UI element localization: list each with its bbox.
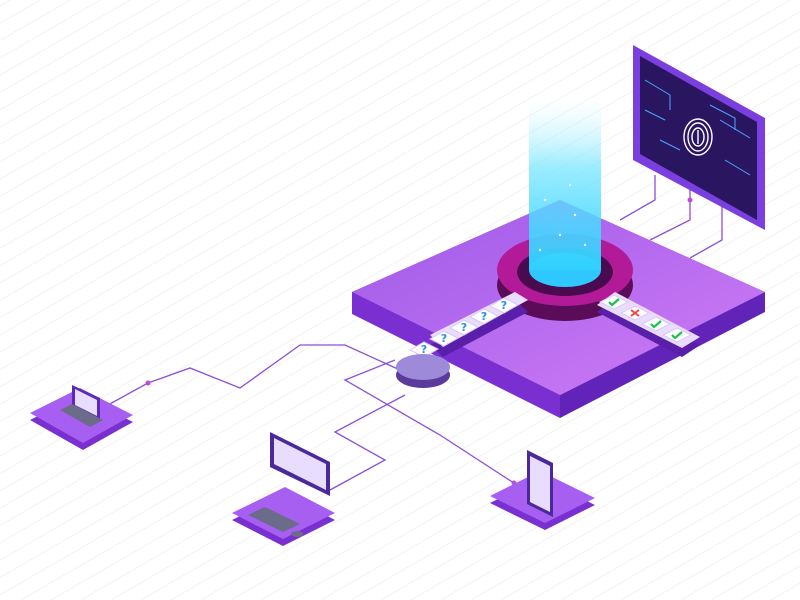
network-hub[interactable] [396,354,450,388]
result-card [598,294,630,310]
desktop-device[interactable] [232,432,335,600]
result-card [640,316,672,332]
question-mark: ? [441,332,447,345]
line-node [687,197,693,203]
line-desktop [329,394,406,491]
check-icon [650,320,662,329]
line-node [145,380,151,386]
fingerprint-monitor [633,45,765,230]
line-monitor-2 [649,190,691,241]
question-mark: ? [481,310,487,323]
beam-particles [538,183,587,252]
laptop-device[interactable] [30,385,133,450]
question-card: ? [428,330,460,347]
question-mark: ? [421,343,427,356]
light-beam [529,100,601,270]
question-card: ? [448,319,480,336]
line-monitor-3 [689,200,723,259]
line-phone [343,359,521,488]
check-icon [671,331,683,340]
mouse [291,531,303,537]
phone-device[interactable] [490,450,595,530]
question-mark: ? [461,321,467,334]
question-mark: ? [501,299,507,312]
check-icon [608,298,620,307]
line-monitor-1 [619,175,656,221]
cross-icon [630,309,640,317]
question-card: ? [468,308,500,325]
question-card: ? [488,297,520,314]
result-card [661,327,693,343]
question-cards: ????? [408,297,520,358]
result-card [619,305,651,321]
result-cards [598,294,693,343]
circuit-lines [644,79,751,176]
keyboard [248,507,300,532]
fingerprint-icon [683,118,713,156]
